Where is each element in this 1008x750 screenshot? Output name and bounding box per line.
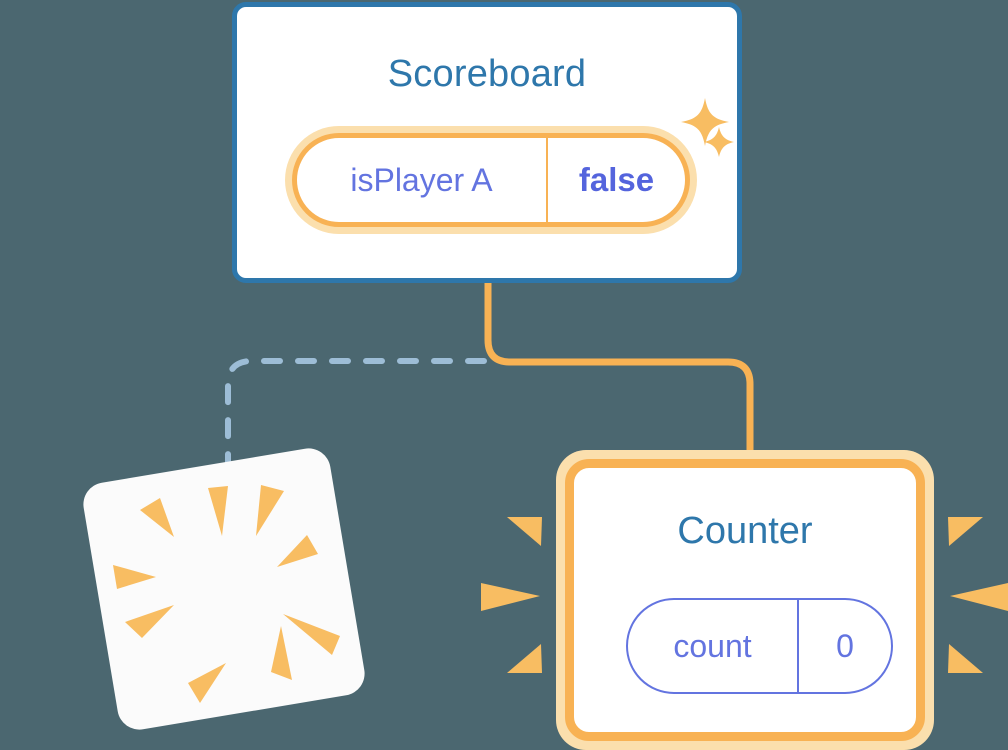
ray <box>950 583 1008 611</box>
counter-state-pill[interactable]: count 0 <box>626 598 893 694</box>
sparkle-large-icon <box>681 98 729 146</box>
ray <box>507 644 542 673</box>
scoreboard-state-pill[interactable]: isPlayer A false <box>292 133 690 227</box>
counter-title: Counter <box>677 510 813 552</box>
flash-card[interactable] <box>80 445 368 733</box>
counter-state-key: count <box>628 600 799 692</box>
scoreboard-title: Scoreboard <box>387 53 587 95</box>
ray <box>481 583 540 611</box>
ray <box>507 517 542 546</box>
connector-scoreboard-to-counter <box>484 283 754 456</box>
ray <box>948 644 983 673</box>
scoreboard-card[interactable]: Scoreboard isPlayer A false <box>232 2 742 283</box>
scoreboard-state-pill-glow: isPlayer A false <box>285 126 697 234</box>
scoreboard-state-value: false <box>578 161 655 198</box>
counter-card[interactable]: Counter count 0 <box>565 459 925 741</box>
counter-card-glow: Counter count 0 <box>556 450 934 750</box>
counter-state-value: 0 <box>836 627 854 664</box>
scoreboard-state-key: isPlayer A <box>297 138 548 222</box>
ray <box>948 517 983 546</box>
sparkle-small-icon <box>704 127 734 157</box>
